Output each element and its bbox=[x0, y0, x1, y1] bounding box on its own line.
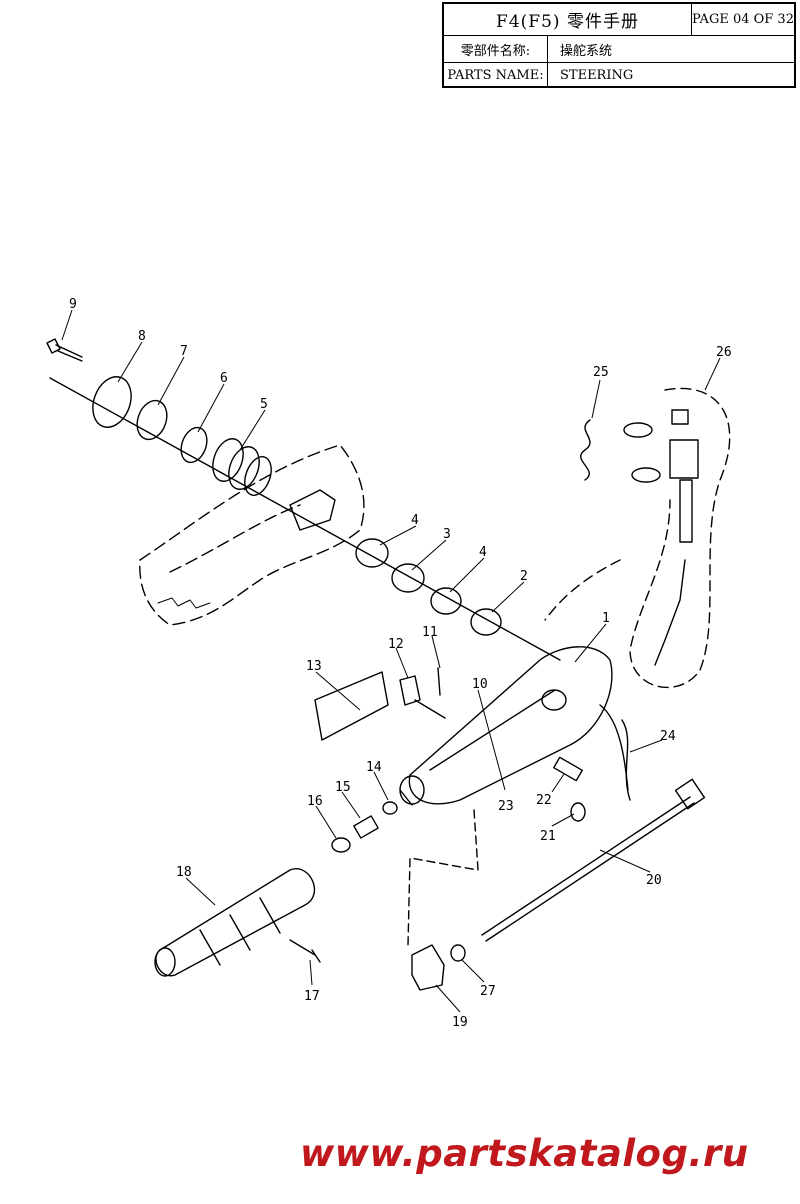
parts-name-cn-row: 零部件名称: 操舵系统 bbox=[444, 36, 794, 63]
callout-19: 19 bbox=[452, 1015, 468, 1030]
engine-cover-outline bbox=[139, 444, 365, 626]
engine-cover-marks bbox=[157, 597, 211, 609]
callout-12: 12 bbox=[388, 637, 404, 652]
watermark: www.partskatalog.ru bbox=[300, 1132, 749, 1175]
ring-part-27 bbox=[450, 944, 466, 962]
throttle-shaft-part-20 bbox=[481, 778, 706, 942]
callout-4b: 4 bbox=[479, 545, 487, 560]
cap-part-14 bbox=[382, 801, 398, 815]
callout-11: 11 bbox=[422, 625, 438, 640]
callout-20: 20 bbox=[646, 873, 662, 888]
spring-part-15 bbox=[353, 815, 379, 839]
callout-9: 9 bbox=[69, 297, 77, 312]
ring-part-6 bbox=[180, 426, 208, 464]
plate-part-8 bbox=[92, 376, 132, 428]
dashed-link bbox=[407, 809, 479, 946]
washer-part-4a bbox=[355, 538, 389, 568]
stop-cable bbox=[49, 377, 561, 661]
decal-part-13 bbox=[314, 671, 389, 741]
title-block: F4(F5) 零件手册 PAGE 04 OF 32 零部件名称: 操舵系统 PA… bbox=[442, 2, 796, 88]
callout-8: 8 bbox=[138, 329, 146, 344]
callout-3: 3 bbox=[443, 527, 451, 542]
callout-6: 6 bbox=[220, 371, 228, 386]
plate-part-22 bbox=[553, 756, 583, 782]
bolt-part-9 bbox=[46, 338, 83, 362]
lanyard-part-25 bbox=[580, 419, 661, 483]
parts-name-value-en: STEERING bbox=[560, 68, 634, 83]
collar-part-3 bbox=[391, 563, 425, 593]
stop-switch-part-26 bbox=[629, 387, 731, 689]
washer-part-4b bbox=[430, 587, 462, 615]
manual-title: F4(F5) 零件手册 bbox=[444, 4, 692, 35]
callout-17: 17 bbox=[304, 989, 320, 1004]
dashed-link-26 bbox=[544, 559, 621, 621]
callout-23: 23 bbox=[498, 799, 514, 814]
callout-15: 15 bbox=[335, 780, 351, 795]
parts-name-label-cn: 零部件名称: bbox=[444, 36, 548, 62]
bushing-part-7 bbox=[136, 399, 168, 441]
callout-10: 10 bbox=[472, 677, 488, 692]
callout-27: 27 bbox=[480, 984, 496, 999]
bracket-part-19 bbox=[411, 944, 445, 991]
parts-name-label-en: PARTS NAME: bbox=[444, 63, 548, 88]
callout-26: 26 bbox=[716, 345, 732, 360]
callout-18: 18 bbox=[176, 865, 192, 880]
wire-part-24 bbox=[621, 719, 631, 801]
leader-lines bbox=[61, 309, 721, 1013]
callout-25: 25 bbox=[593, 365, 609, 380]
cable-fitting bbox=[289, 489, 336, 531]
callout-2: 2 bbox=[520, 569, 528, 584]
grommet-part-5 bbox=[212, 438, 272, 496]
callout-7: 7 bbox=[180, 344, 188, 359]
friction-knob-part-12 bbox=[399, 675, 446, 719]
throttle-grip-part-18 bbox=[154, 868, 316, 977]
bushing-part-2 bbox=[470, 608, 502, 636]
callout-1: 1 bbox=[602, 611, 610, 626]
parts-name-en-row: PARTS NAME: STEERING bbox=[444, 63, 794, 88]
callout-24: 24 bbox=[660, 729, 676, 744]
callout-13: 13 bbox=[306, 659, 322, 674]
washer-part-16 bbox=[331, 837, 351, 853]
callout-5: 5 bbox=[260, 397, 268, 412]
parts-name-value-cn: 操舵系统 bbox=[560, 43, 613, 59]
callout-4a: 4 bbox=[411, 513, 419, 528]
callout-16: 16 bbox=[307, 794, 323, 809]
pin-part-11 bbox=[437, 667, 441, 696]
callout-14: 14 bbox=[366, 760, 382, 775]
tiller-arm-part-1 bbox=[408, 646, 629, 805]
screw-part-21 bbox=[570, 802, 586, 822]
page-number: PAGE 04 OF 32 bbox=[692, 12, 794, 27]
callout-22: 22 bbox=[536, 793, 552, 808]
screw-part-17 bbox=[289, 939, 321, 963]
callout-21: 21 bbox=[540, 829, 556, 844]
tiller-front-end bbox=[399, 775, 425, 806]
title-row: F4(F5) 零件手册 PAGE 04 OF 32 bbox=[444, 4, 794, 36]
